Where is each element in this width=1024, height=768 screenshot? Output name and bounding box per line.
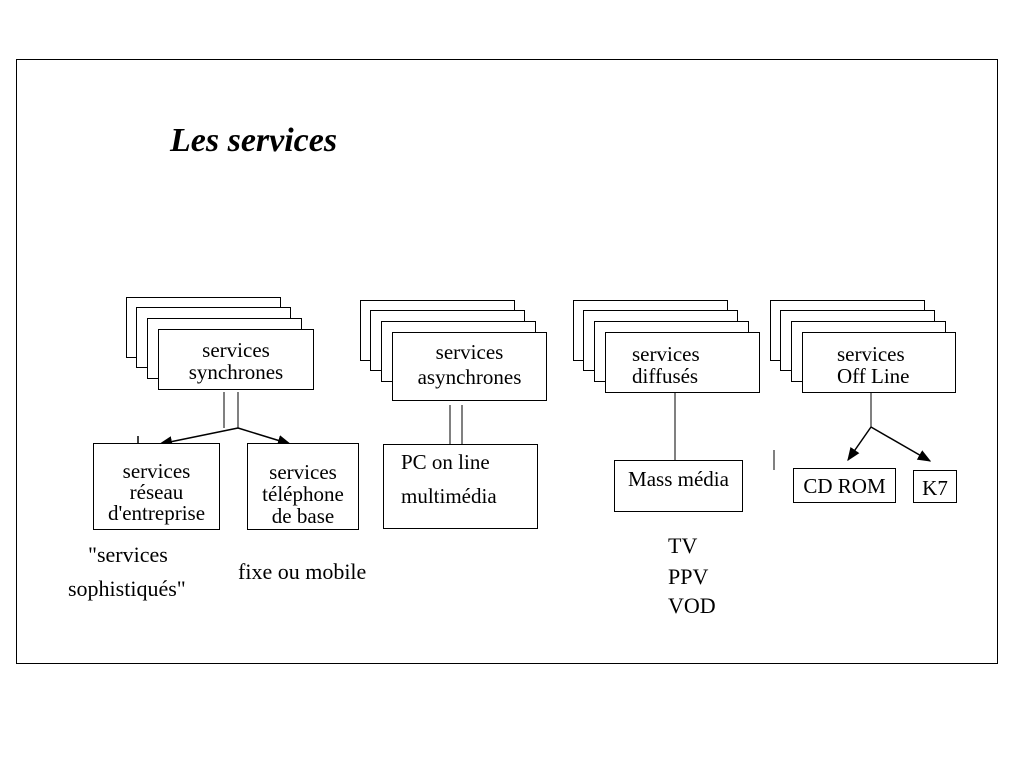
slide-frame (16, 59, 998, 664)
note-services-sophistiques: "services (88, 542, 168, 567)
node-label: synchrones (188, 360, 284, 384)
note-fixe-ou-mobile: fixe ou mobile (238, 559, 367, 584)
node-label: CD ROM (803, 474, 886, 498)
node-pc-online: PC on line multimédia (383, 444, 538, 529)
node-services-offline: services Off Line (802, 332, 956, 393)
node-label: téléphone (262, 482, 344, 506)
note-vod: VOD (668, 593, 716, 618)
node-label: services (632, 342, 700, 366)
slide-title: Les services (170, 122, 338, 159)
node-services-synchrones: services synchrones (158, 329, 314, 390)
node-mass-media: Mass média (614, 460, 743, 512)
node-label: K7 (922, 476, 948, 500)
node-cd-rom: CD ROM (793, 468, 896, 503)
node-label: de base (271, 504, 335, 528)
node-label: multimédia (401, 484, 497, 508)
connector-arrow (870, 426, 932, 462)
node-label: diffusés (632, 364, 699, 388)
node-label: services (202, 338, 270, 362)
note-ppv: PPV (668, 564, 709, 589)
node-label: d'entreprise (107, 501, 206, 525)
note-services-sophistiques: sophistiqués" (68, 576, 186, 601)
node-services-asynchrones: services asynchrones (392, 332, 547, 401)
node-label: Mass média (628, 467, 729, 491)
node-label: asynchrones (417, 365, 522, 389)
node-label: services (435, 340, 504, 364)
node-k7: K7 (913, 470, 957, 503)
node-label: services (122, 459, 191, 483)
node-services-reseau: services réseau d'entreprise (93, 443, 220, 530)
node-services-telephone: services téléphone de base (247, 443, 359, 530)
connector-arrow (237, 427, 292, 446)
note-tv: TV (668, 533, 698, 558)
node-label: PC on line (401, 450, 490, 474)
node-label: services (837, 342, 905, 366)
connector-arrow (847, 426, 872, 462)
node-label: services (269, 460, 337, 484)
node-label: Off Line (837, 364, 910, 388)
node-services-diffuses: services diffusés (605, 332, 760, 393)
node-label: réseau (129, 480, 184, 504)
connector-arrow (158, 427, 239, 447)
